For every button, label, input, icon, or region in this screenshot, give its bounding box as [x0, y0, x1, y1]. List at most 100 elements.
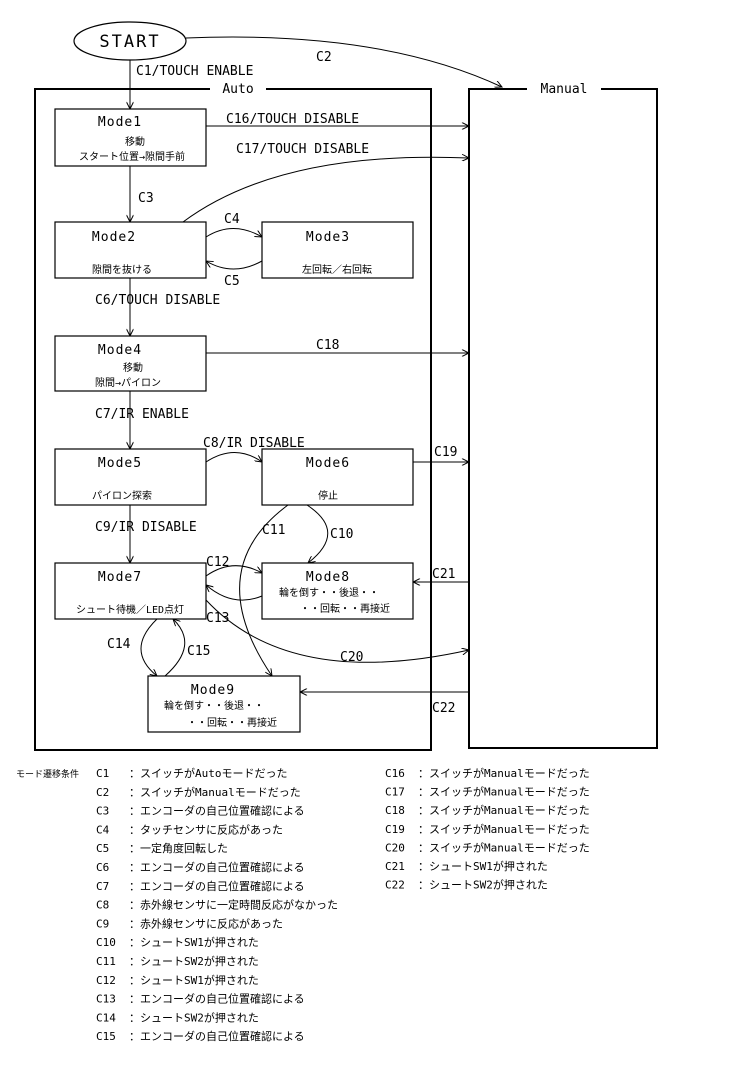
label-c22: C22 [432, 701, 455, 716]
edge-c14 [140, 618, 157, 676]
legend-text: ：赤外線センサに一定時間反応がなかった [129, 898, 338, 912]
label-c13: C13 [206, 611, 229, 626]
legend-text: ：一定角度回転した [129, 841, 228, 855]
legend-text: ：シュートSW2が押された [129, 954, 259, 968]
edge-c8 [205, 452, 262, 463]
legend-code: C7 [96, 880, 109, 893]
label-c17: C17/TOUCH DISABLE [236, 142, 369, 157]
edge-c11 [239, 504, 289, 676]
label-c4: C4 [224, 212, 240, 227]
legend-code: C3 [96, 805, 109, 818]
label-c15: C15 [187, 644, 210, 659]
label-c7: C7/IR ENABLE [95, 407, 189, 422]
label-c9: C9/IR DISABLE [95, 520, 197, 535]
mode2-box [54, 221, 207, 279]
manual-frame [468, 88, 658, 749]
legend-code: C20 [385, 841, 405, 854]
auto-title-gap [210, 82, 266, 96]
legend-code: C18 [385, 804, 405, 817]
mode7-desc-1: シュート待機／LED点灯 [76, 603, 184, 616]
legend-text: ：スイッチがManualモードだった [418, 785, 590, 799]
edge-c20 [205, 599, 469, 663]
legend-code: C2 [96, 786, 109, 799]
mode1-title: Mode1 [98, 115, 142, 130]
legend-text: ：シュートSW1が押された [129, 973, 259, 987]
legend-text: ：スイッチがManualモードだった [418, 840, 590, 854]
label-c12: C12 [206, 555, 229, 570]
edge-c2 [185, 36, 502, 87]
legend-text: ：スイッチがAutoモードだった [129, 766, 288, 780]
mode3-box [261, 221, 414, 279]
legend-text: ：スイッチがManualモードだった [418, 822, 590, 836]
legend-code: C9 [96, 917, 109, 930]
transition-lines [130, 36, 502, 692]
mode3-title: Mode3 [306, 230, 350, 245]
mode4-title: Mode4 [98, 343, 142, 358]
label-c18: C18 [316, 338, 339, 353]
mode6-title: Mode6 [306, 456, 350, 471]
label-c6: C6/TOUCH DISABLE [95, 293, 220, 308]
label-c8: C8/IR DISABLE [203, 436, 305, 451]
mode9-title: Mode9 [191, 683, 235, 698]
mode-texts: Mode1 移動 スタート位置→隙間手前 Mode2 隙間を抜ける Mode3 … [76, 115, 390, 729]
label-c11: C11 [262, 523, 285, 538]
legend-text: ：シュートSW1が押された [129, 935, 259, 949]
manual-title-gap [527, 82, 601, 96]
legend-heading: モード遷移条件 [16, 768, 79, 780]
legend-code: C22 [385, 879, 405, 892]
legend-code: C12 [96, 974, 116, 987]
legend-code: C4 [96, 823, 110, 836]
legend-code: C6 [96, 861, 109, 874]
legend-code: C17 [385, 786, 405, 799]
legend-code: C10 [96, 936, 116, 949]
mode5-title: Mode5 [98, 456, 142, 471]
legend-text: ：エンコーダの自己位置確認による [129, 992, 305, 1006]
mode2-desc-1: 隙間を抜ける [92, 263, 152, 276]
mode4-desc-2: 隙間→パイロン [95, 376, 161, 389]
edge-c13 [206, 585, 263, 601]
label-c2: C2 [316, 50, 332, 65]
mode-boxes [54, 108, 414, 733]
legend-right-column: C16 ：スイッチがManualモードだった C17 ：スイッチがManualモードだ… [385, 766, 590, 892]
legend-text: ：エンコーダの自己位置確認による [129, 860, 305, 874]
mode7-title: Mode7 [98, 570, 142, 585]
label-c10: C10 [330, 527, 353, 542]
legend-text: ：スイッチがManualモードだった [129, 785, 301, 799]
legend-code: C13 [96, 993, 116, 1006]
legend-code: C8 [96, 899, 109, 912]
mode8-desc-2: ・・回転・・再接近 [300, 602, 390, 615]
edge-c4 [205, 228, 262, 238]
legend-text: ：シュートSW1が押された [418, 859, 548, 873]
mode5-box [54, 448, 207, 506]
mode6-box [261, 448, 414, 506]
legend-code: C1 [96, 767, 109, 780]
legend-left-column: C1 ：スイッチがAutoモードだった C2 ：スイッチがManualモードだった C3… [96, 766, 338, 1043]
start-label: START [99, 32, 160, 52]
mode1-box [54, 108, 207, 167]
mode1-desc-2: スタート位置→隙間手前 [79, 150, 185, 163]
legend-text: ：赤外線センサに反応があった [129, 916, 283, 930]
legend-text: ：エンコーダの自己位置確認による [129, 1029, 305, 1043]
edge-c5 [206, 261, 263, 270]
mode9-box [147, 675, 301, 733]
edge-c10 [306, 504, 329, 563]
mode8-title: Mode8 [306, 570, 350, 585]
legend-code: C16 [385, 767, 405, 780]
legend-code: C15 [96, 1030, 116, 1043]
legend-text: ：タッチセンサに反応があった [129, 822, 283, 836]
label-c16: C16/TOUCH DISABLE [226, 112, 359, 127]
mode4-desc-1: 移動 [123, 361, 143, 374]
legend-text: ：シュートSW2が押された [129, 1010, 259, 1024]
label-c1: C1/TOUCH ENABLE [136, 64, 253, 79]
legend-text: ：シュートSW2が押された [418, 878, 548, 892]
mode5-desc-1: パイロン探索 [92, 489, 152, 502]
mode4-box [54, 335, 207, 392]
legend-text: ：エンコーダの自己位置確認による [129, 804, 305, 818]
edge-c17 [182, 157, 469, 223]
legend-code: C11 [96, 955, 116, 968]
legend-code: C14 [96, 1011, 116, 1024]
legend: モード遷移条件 C1 ：スイッチがAutoモードだった C2 ：スイッチがManual… [16, 766, 590, 1043]
legend-code: C21 [385, 860, 405, 873]
edge-c15 [164, 619, 186, 677]
